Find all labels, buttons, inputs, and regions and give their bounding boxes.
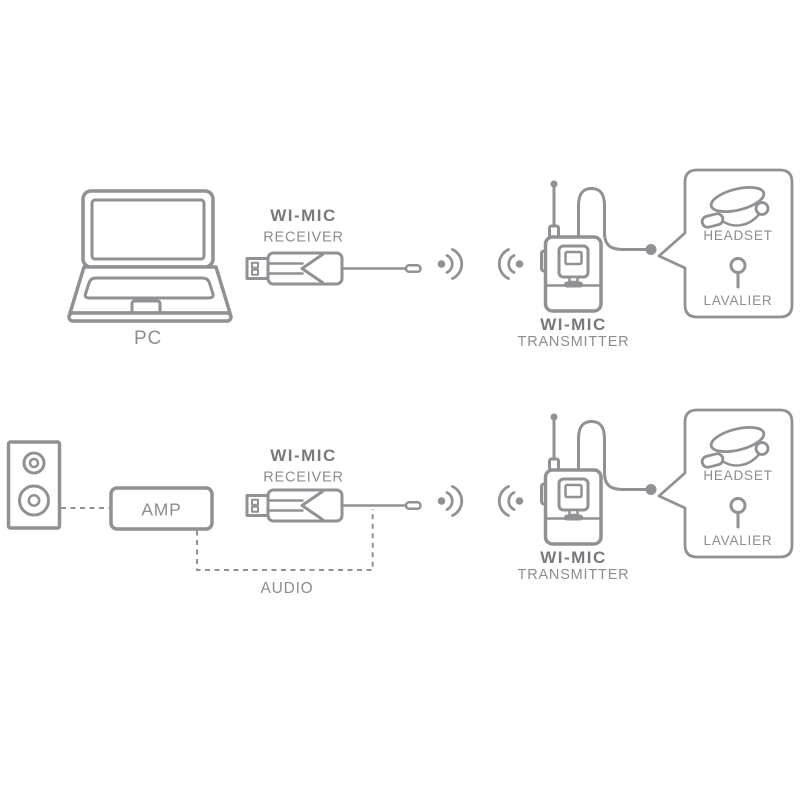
- audio-connection: [196, 509, 374, 571]
- transmitter-title-bottom: WI-MIC: [540, 548, 607, 567]
- transmitter-title-top: WI-MIC: [540, 315, 607, 334]
- mic-cable-bottom: [577, 420, 648, 491]
- audio-label: AUDIO: [260, 580, 313, 597]
- pc-label: PC: [134, 328, 162, 349]
- headset-label-bottom: HEADSET: [703, 468, 772, 483]
- receiver-subtitle-top: RECEIVER: [263, 230, 344, 246]
- lavalier-label-top: LAVALIER: [704, 293, 773, 308]
- laptop-icon: [67, 189, 233, 323]
- amp-box: [109, 486, 214, 531]
- mic-cable-top: [577, 187, 648, 251]
- amp-label: AMP: [141, 500, 181, 520]
- lavalier-label-bottom: LAVALIER: [704, 533, 773, 548]
- transmitter-subtitle-bottom: TRANSMITTER: [518, 567, 630, 583]
- speaker-icon: [6, 440, 62, 530]
- receiver-title-bottom: WI-MIC: [270, 446, 337, 465]
- headset-label-top: HEADSET: [703, 228, 772, 243]
- transmitter-subtitle-top: TRANSMITTER: [518, 334, 630, 350]
- receiver-subtitle-bottom: RECEIVER: [263, 470, 344, 486]
- receiver-title-top: WI-MIC: [270, 206, 337, 225]
